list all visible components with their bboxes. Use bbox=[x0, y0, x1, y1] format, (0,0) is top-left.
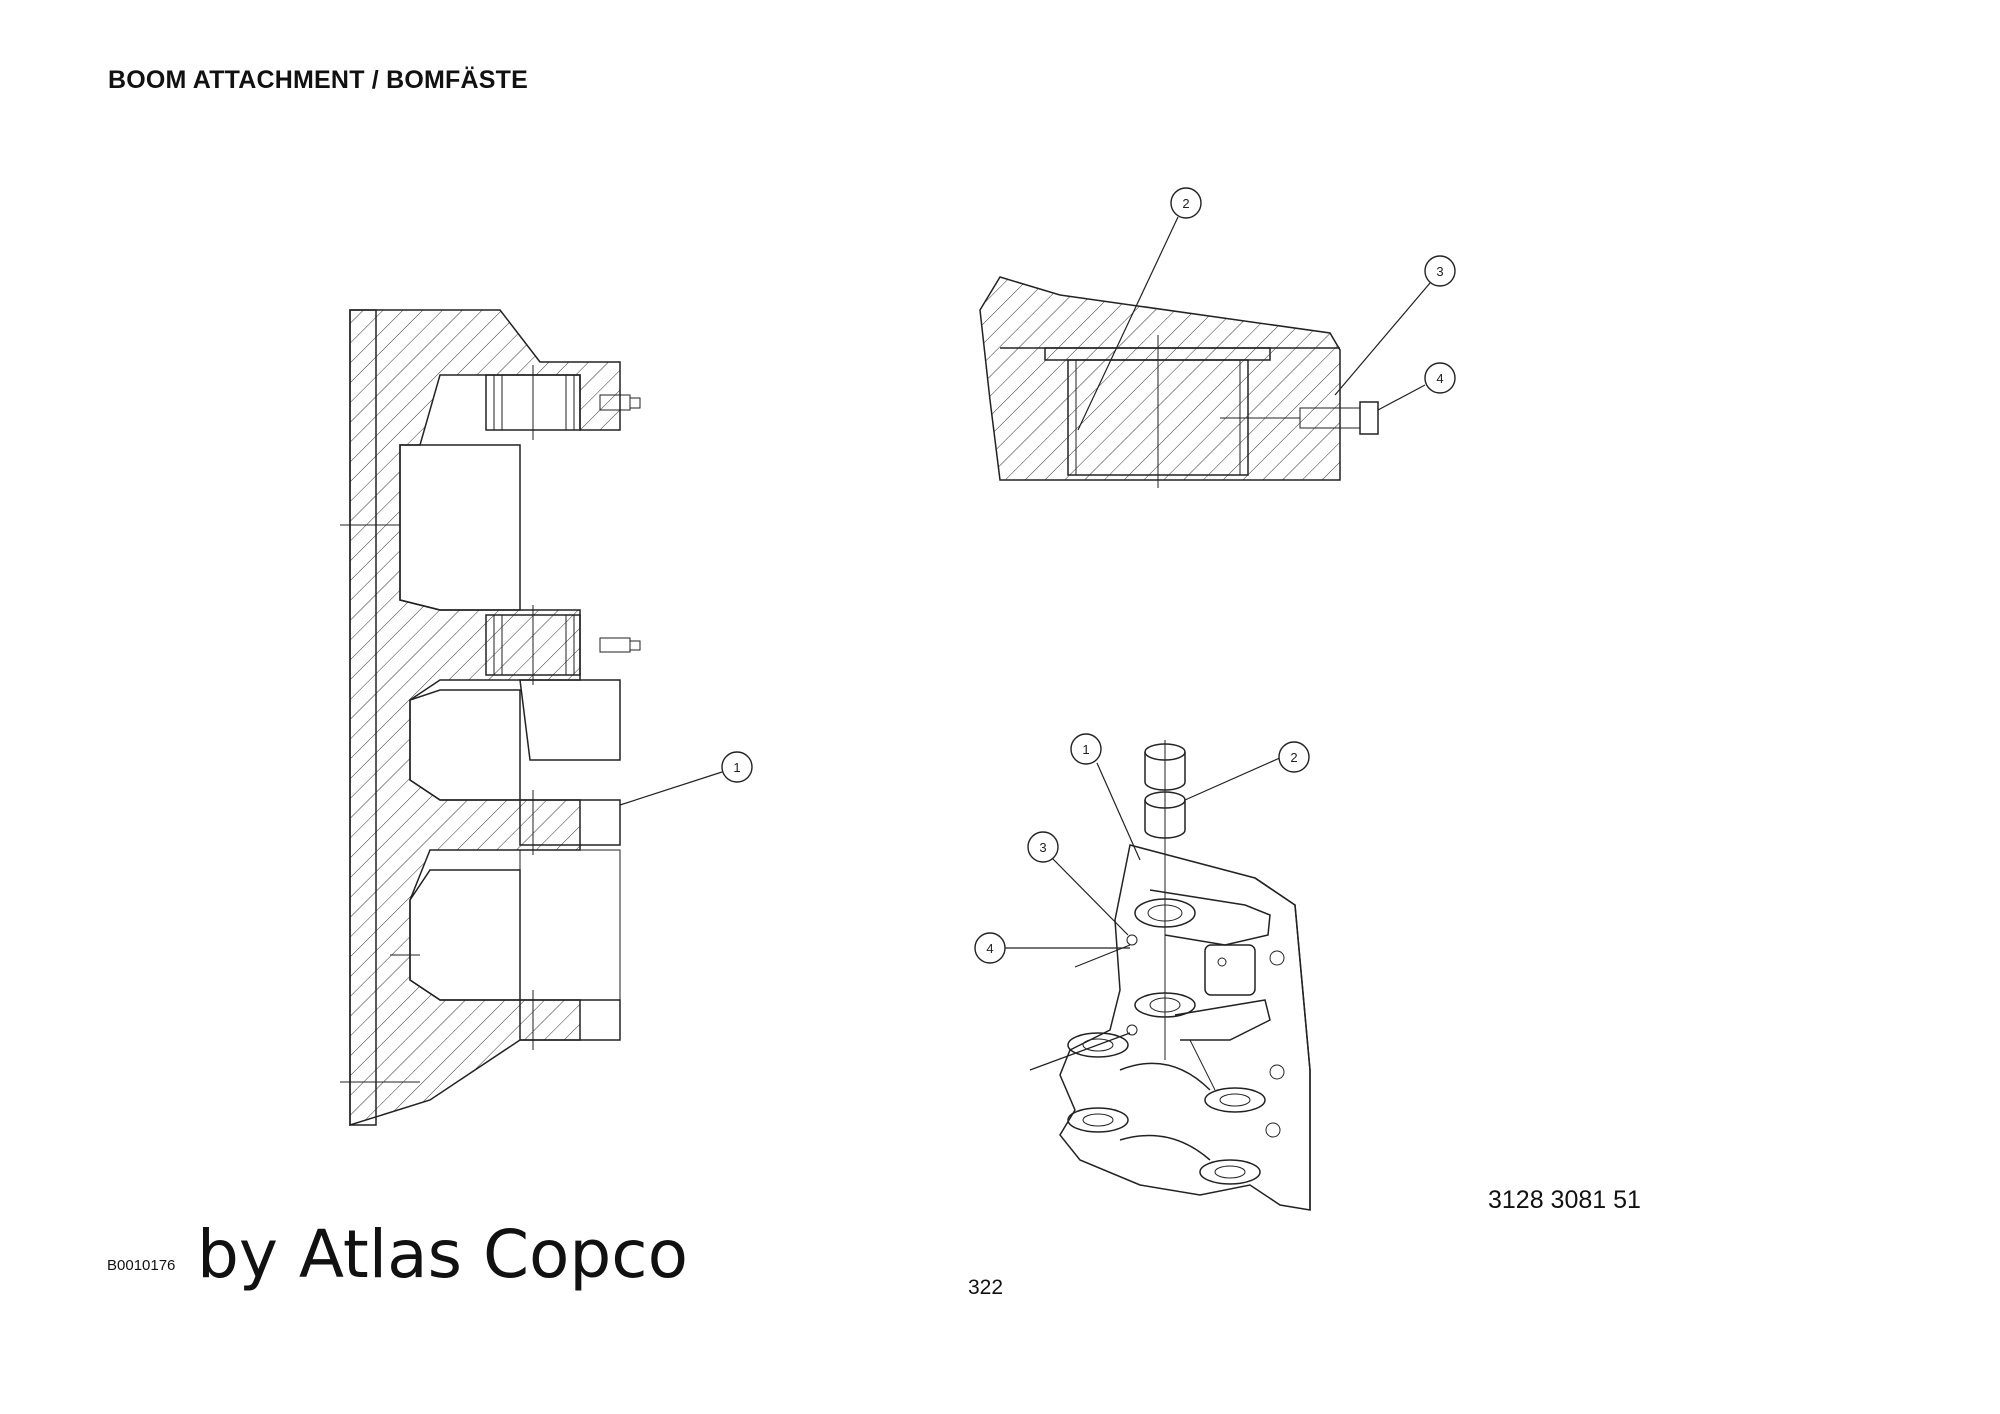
callout-label: 3 bbox=[1039, 840, 1046, 855]
callout-label: 4 bbox=[986, 941, 993, 956]
page-number: 322 bbox=[968, 1276, 1004, 1299]
part-number: 3128 3081 51 bbox=[1488, 1186, 1641, 1214]
iso-view: 1 2 3 4 bbox=[974, 733, 1311, 1211]
detail-view: 2 3 4 bbox=[979, 187, 1456, 488]
callout-label: 1 bbox=[733, 760, 740, 775]
page-title: BOOM ATTACHMENT / BOMFÄSTE bbox=[108, 66, 528, 94]
callout-label: 1 bbox=[1082, 742, 1089, 757]
callout-label: 2 bbox=[1290, 750, 1297, 765]
callout-label: 3 bbox=[1436, 264, 1443, 279]
figure-code: B0010176 bbox=[107, 1257, 176, 1274]
callout-label: 4 bbox=[1436, 371, 1443, 386]
brand-watermark: by Atlas Copco bbox=[197, 1216, 688, 1293]
callout-label: 2 bbox=[1182, 196, 1189, 211]
section-view: 1 bbox=[340, 309, 753, 1127]
